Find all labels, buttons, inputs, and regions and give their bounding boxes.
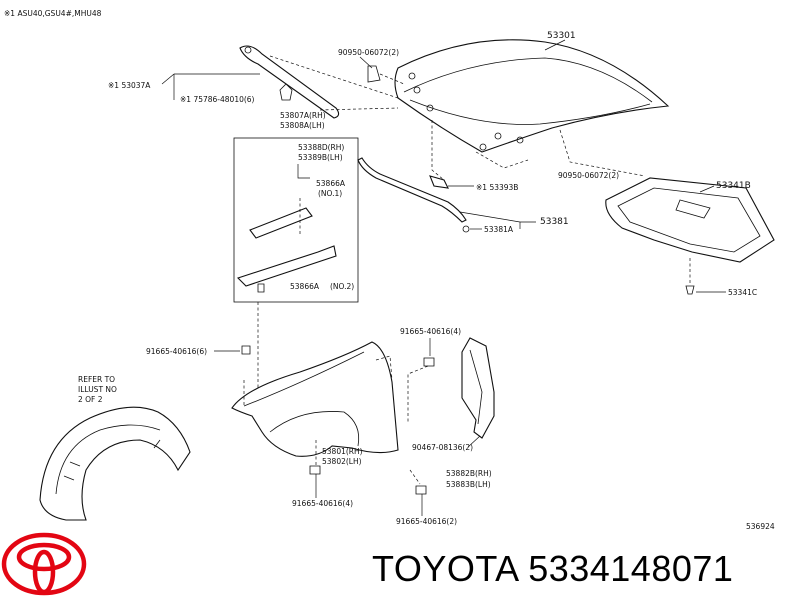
clip-53866a-icon <box>257 283 265 293</box>
bolt-91665-b-icon <box>423 357 435 367</box>
hood-lock-53393b <box>429 175 449 189</box>
label-53883b: 53883B(LH) <box>446 480 491 489</box>
label-53802: 53802(LH) <box>322 457 362 466</box>
toyota-logo-icon <box>1 532 87 596</box>
label-53866a-no2-sub: (NO.2) <box>330 282 354 291</box>
label-90950-top: 90950-06072(2) <box>338 48 399 57</box>
model-note: ※1 ASU40,GSU4#,MHU48 <box>4 9 102 18</box>
label-53381a: 53381A <box>484 225 514 234</box>
refer-line-3: 2 OF 2 <box>78 395 103 404</box>
label-53866a-no2: 53866A <box>290 282 320 291</box>
label-90950-bottom: 90950-06072(2) <box>558 171 619 180</box>
label-53381: 53381 <box>540 217 569 227</box>
bolt-91665-d-icon <box>415 485 427 495</box>
label-75786: ※1 75786-48010(6) <box>180 95 255 104</box>
hood-insulator-53341b <box>605 177 775 263</box>
label-53801: 53801(RH) <box>322 447 363 456</box>
hood-support-rod <box>239 45 340 119</box>
label-53808a: 53808A(LH) <box>280 121 325 130</box>
label-90467: 90467-08136(2) <box>412 443 473 452</box>
label-53393b: ※1 53393B <box>476 183 518 192</box>
label-91665-b: 91665-40616(4) <box>400 327 461 336</box>
label-91665-c: 91665-40616(4) <box>292 499 353 508</box>
fender-liner-bracket <box>461 337 495 439</box>
label-53301: 53301 <box>547 31 576 41</box>
label-53037a: ※1 53037A <box>108 81 151 90</box>
hood-seal-53381 <box>357 157 467 223</box>
refer-line-2: ILLUST NO <box>78 385 117 394</box>
seal-53866a-no2 <box>236 245 337 287</box>
clip-53341c-icon <box>685 285 695 295</box>
bolt-90950-top <box>367 65 381 83</box>
clip-75786-icon <box>279 83 293 101</box>
label-53341b: 53341B <box>716 181 751 191</box>
label-53882b: 53882B(RH) <box>446 469 492 478</box>
label-53388d: 53388D(RH) <box>298 143 344 152</box>
label-53341c: 53341C <box>728 288 757 297</box>
seal-53866a-no1 <box>249 207 313 239</box>
front-fender <box>231 341 399 457</box>
bolt-91665-c-icon <box>309 465 321 475</box>
refer-line-1: REFER TO <box>78 375 115 384</box>
diagram-number: 536924 <box>746 522 775 531</box>
label-53807a: 53807A(RH) <box>280 111 326 120</box>
clip-53381a-icon <box>462 225 470 233</box>
wheel-liner <box>39 406 191 521</box>
label-53866a-no1-sub: (NO.1) <box>318 189 342 198</box>
label-53389b: 53389B(LH) <box>298 153 343 162</box>
label-53866a-no1: 53866A <box>316 179 346 188</box>
label-91665-d: 91665-40616(2) <box>396 517 457 526</box>
seal-group-box <box>233 137 359 303</box>
hood-panel <box>394 39 670 153</box>
bolt-91665-a-icon <box>241 345 251 355</box>
label-91665-a: 91665-40616(6) <box>146 347 207 356</box>
brand-part-number: TOYOTA 5334148071 <box>372 548 734 589</box>
